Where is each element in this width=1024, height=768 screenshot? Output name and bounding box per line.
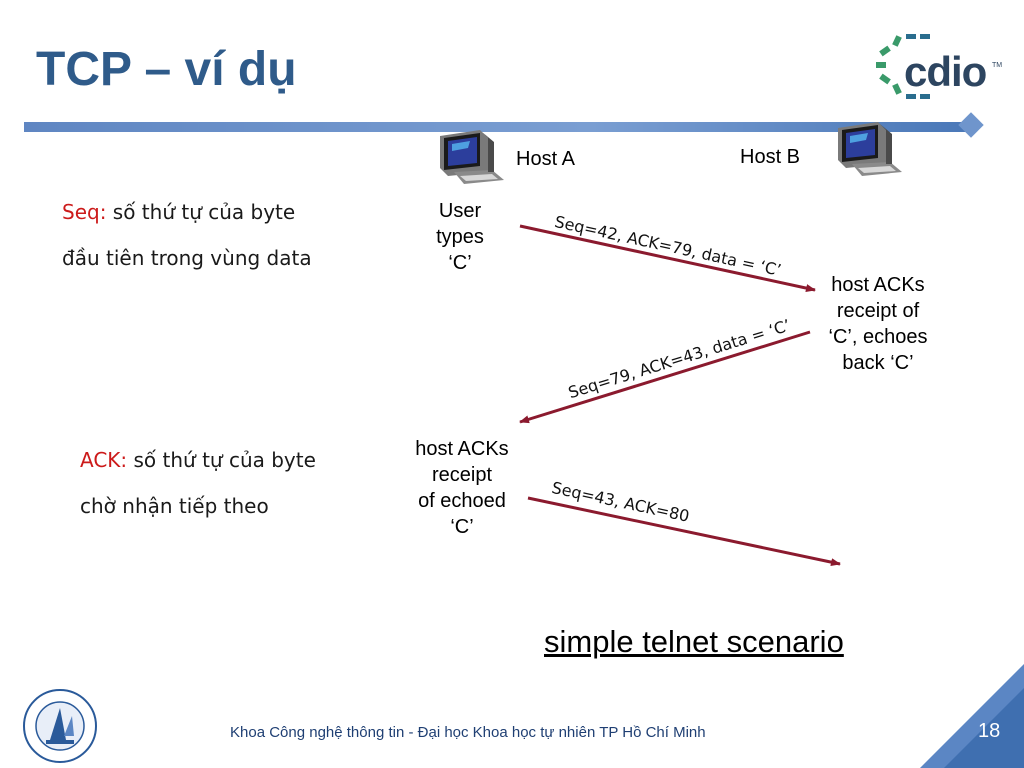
footer-corner-triangle (920, 664, 1024, 768)
slide-title: TCP – ví dụ (36, 43, 297, 96)
ack-definition-line1: ACK: số thứ tự của byte (80, 448, 316, 472)
seq-definition-text: số thứ tự của byte (106, 200, 296, 224)
seq-term: Seq: (62, 200, 107, 224)
message-arrow-3 (527, 496, 841, 567)
ack-definition-line2: chờ nhận tiếp theo (80, 494, 269, 518)
footer-text: Khoa Công nghệ thông tin - Đại học Khoa … (230, 724, 706, 741)
header-divider (24, 122, 968, 132)
page-number: 18 (978, 720, 1001, 742)
computer-icon (838, 122, 902, 176)
seq-definition-line1: Seq: số thứ tự của byte (62, 200, 295, 224)
seq-definition-line2: đầu tiên trong vùng data (62, 246, 312, 270)
cdio-ring-icon (876, 34, 930, 99)
scenario-caption: simple telnet scenario (544, 624, 844, 659)
note-host-a-acks: host ACKs receipt of echoed ‘C’ (415, 438, 509, 538)
message-arrow-2 (519, 330, 811, 424)
note-host-b-acks: host ACKs receipt of ‘C’, echoes back ‘C… (828, 274, 928, 374)
cdio-logo-text: cdio (904, 48, 987, 95)
cdio-tm-mark: TM (992, 62, 1003, 69)
host-b-label: Host B (740, 146, 801, 168)
note-user-types: User types ‘C’ (436, 200, 484, 274)
university-seal-icon (23, 689, 97, 763)
cdio-logo: cdio TM (868, 28, 1008, 108)
ack-definition-text: số thứ tự của byte (127, 448, 316, 472)
message-arrow-1 (519, 224, 816, 293)
computer-icon (440, 130, 504, 184)
ack-term: ACK: (80, 448, 128, 472)
host-a-label: Host A (516, 148, 575, 170)
